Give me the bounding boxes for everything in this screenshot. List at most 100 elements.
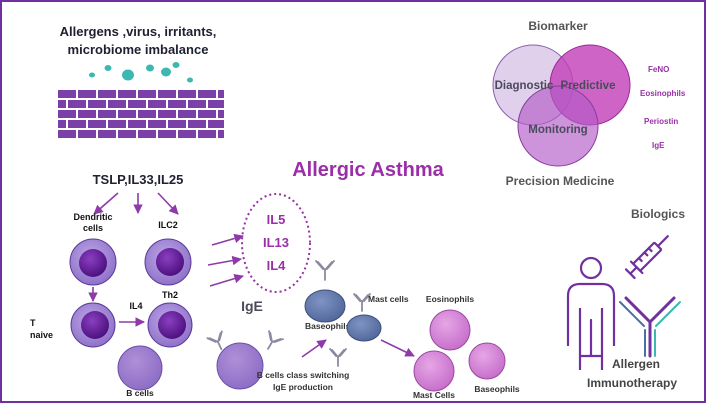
tnaive-label-2: naive [30, 330, 53, 340]
antibody-icon [267, 330, 284, 350]
interleukin-il4: IL4 [267, 258, 287, 273]
wall-brick [98, 90, 116, 98]
particle [172, 62, 180, 68]
ilc2-label: ILC2 [158, 220, 178, 230]
immunotherapy-label-1: Allergen [612, 357, 660, 371]
antibody-icon [329, 348, 347, 367]
dendritic-label-2: cells [83, 223, 103, 233]
arrow-to-il5 [211, 233, 244, 246]
allergen-particles [89, 62, 193, 83]
wall-brick [218, 130, 224, 138]
arrow-to-dendritic [93, 192, 119, 215]
arrow-to-il4 [209, 273, 244, 287]
mast-cells-bottom-label: Mast Cells [413, 390, 455, 400]
epithelial-brick-wall [58, 90, 226, 140]
triggers-line-2: microbiome imbalance [68, 42, 209, 57]
eosinophil-cell [429, 309, 471, 351]
venn-circle-monitoring [517, 85, 599, 167]
wall-brick [118, 130, 136, 138]
il4-arrow-label: IL4 [129, 301, 142, 311]
wall-brick [198, 90, 216, 98]
wall-brick [78, 130, 96, 138]
ilc2-cell [144, 238, 192, 286]
wall-brick [218, 110, 224, 118]
th2-label: Th2 [162, 290, 178, 300]
immunotherapy-label-2: Immunotherapy [587, 376, 677, 390]
wall-brick [58, 120, 66, 128]
ige-label: IgE [241, 298, 263, 314]
cytokines-label: TSLP,IL33,IL25 [93, 172, 184, 187]
biologic-antibody-icon [619, 296, 681, 358]
wall-brick [138, 90, 156, 98]
wall-brick [128, 100, 146, 108]
wall-brick [58, 110, 76, 118]
wall-brick [78, 110, 96, 118]
triggers-line-1: Allergens ,virus, irritants, [60, 24, 217, 39]
wall-brick [208, 120, 224, 128]
wall-brick [158, 110, 176, 118]
biomarker-title: Biomarker [528, 19, 588, 33]
tnaive-label-1: T [30, 318, 36, 328]
arrow-to-ilc2 [157, 192, 179, 215]
biomarker-item-feno: FeNO [648, 65, 669, 74]
b-switch-label-2: IgE production [273, 382, 333, 392]
baseophils-top-label: Baseophils [305, 321, 351, 331]
wall-brick [218, 90, 224, 98]
wall-brick [208, 100, 224, 108]
wall-brick [188, 100, 206, 108]
wall-brick [178, 90, 196, 98]
biomarker-item-ige: IgE [652, 141, 665, 150]
biomarker-item-eosinophils: Eosinophils [640, 89, 686, 98]
mast-cell [346, 314, 382, 342]
particle [146, 64, 154, 72]
wall-brick [118, 90, 136, 98]
venn-label-predictive: Predictive [561, 80, 616, 92]
dendritic-label-1: Dendritic [73, 212, 112, 222]
b-cells-label: B cells [126, 388, 154, 398]
interleukin-cluster [241, 193, 311, 293]
wall-brick [58, 100, 66, 108]
antibody-icon [315, 260, 335, 281]
wall-brick [198, 110, 216, 118]
mast-cells-top-label: Mast cells [368, 294, 409, 304]
wall-brick [168, 120, 186, 128]
th2-cell [147, 302, 193, 348]
particle [187, 77, 193, 83]
biomarker-venn [492, 44, 631, 167]
wall-brick [98, 110, 116, 118]
wall-brick [178, 130, 196, 138]
wall-brick [138, 130, 156, 138]
wall-brick [138, 110, 156, 118]
wall-brick [188, 120, 206, 128]
interleukin-il5: IL5 [267, 212, 286, 227]
wall-brick [88, 100, 106, 108]
mast-cell-pink [413, 350, 455, 392]
wall-brick [88, 120, 106, 128]
venn-label-monitoring: Monitoring [528, 124, 587, 136]
b-cell-switching [216, 342, 264, 390]
baseophil-cell [304, 289, 346, 323]
t-naive-cell [70, 302, 116, 348]
baseophil-cell-pink [468, 342, 506, 380]
antibody-icon [353, 293, 371, 312]
arrow-to-baseophils [301, 339, 327, 358]
particle [104, 65, 112, 71]
dendritic-cell [69, 238, 117, 286]
wall-brick [178, 110, 196, 118]
antibody-icon [206, 330, 223, 351]
wall-brick [148, 100, 166, 108]
wall-brick [108, 100, 126, 108]
biomarker-item-periostin: Periostin [644, 117, 678, 126]
wall-brick [158, 90, 176, 98]
arrow-to-il13 [207, 255, 242, 266]
wall-brick [58, 130, 76, 138]
particle [89, 72, 95, 78]
syringe-icon [624, 235, 669, 280]
eosinophils-label: Eosinophils [426, 294, 474, 304]
baseophils-bottom-label: Baseophils [474, 384, 520, 394]
wall-brick [108, 120, 126, 128]
person-icon [566, 256, 616, 370]
wall-brick [68, 120, 86, 128]
